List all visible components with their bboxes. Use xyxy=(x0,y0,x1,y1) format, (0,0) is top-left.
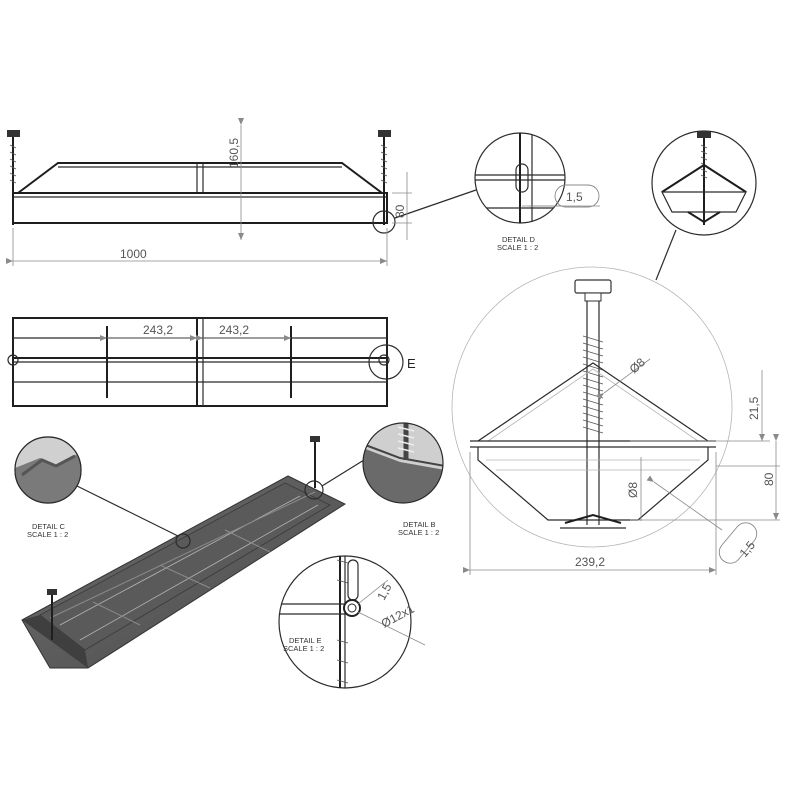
detail-c-scale: SCALE 1 : 2 xyxy=(27,530,68,539)
detail-b: DETAIL B SCALE 1 : 2 xyxy=(362,422,444,537)
dim-rod-dia-top: Ø8 xyxy=(627,355,649,376)
dim-width: 239,2 xyxy=(575,555,605,569)
detail-d-dim: 1,5 xyxy=(566,190,583,204)
top-view: 243,2 243,2 E xyxy=(7,317,416,407)
front-view: 160,5 80 1000 xyxy=(6,118,477,266)
detail-d: 1,5 DETAIL D SCALE 1 : 2 xyxy=(474,132,600,252)
dim-height-tray: 80 xyxy=(393,204,407,218)
dim-height-total: 160,5 xyxy=(227,138,241,168)
detail-d-callout xyxy=(372,210,396,234)
detail-e-dim-wall: 1,5 xyxy=(374,581,394,603)
end-view-thumbnail xyxy=(651,130,757,281)
dim-roof-height: 21,5 xyxy=(747,396,761,420)
detail-b-scale: SCALE 1 : 2 xyxy=(398,528,439,537)
detail-e: 1,5 Ø12x1 DETAIL E SCALE 1 : 2 xyxy=(278,555,426,689)
detail-b-title: DETAIL B xyxy=(403,520,436,529)
dim-tray-height: 80 xyxy=(762,472,776,486)
detail-e-letter: E xyxy=(407,356,416,371)
detail-e-title: DETAIL E xyxy=(289,636,322,645)
end-view-detail: 239,2 Ø8 21,5 80 Ø8 1,5 xyxy=(451,266,780,575)
bolt-left xyxy=(7,130,20,225)
detail-e-callout xyxy=(368,344,404,380)
dim-wall-thickness: 1,5 xyxy=(737,538,759,560)
detail-e-scale: SCALE 1 : 2 xyxy=(283,644,324,653)
dim-rod-dia-bottom: Ø8 xyxy=(626,482,640,498)
detail-c: DETAIL C SCALE 1 : 2 xyxy=(14,436,82,539)
dim-spacing-left: 243,2 xyxy=(143,323,173,337)
bolt-right xyxy=(378,130,391,225)
detail-d-title: DETAIL D xyxy=(502,235,536,244)
dim-length: 1000 xyxy=(120,247,147,261)
isometric-view xyxy=(21,436,365,669)
detail-c-title: DETAIL C xyxy=(32,522,66,531)
detail-d-scale: SCALE 1 : 2 xyxy=(497,243,538,252)
dim-spacing-right: 243,2 xyxy=(219,323,249,337)
